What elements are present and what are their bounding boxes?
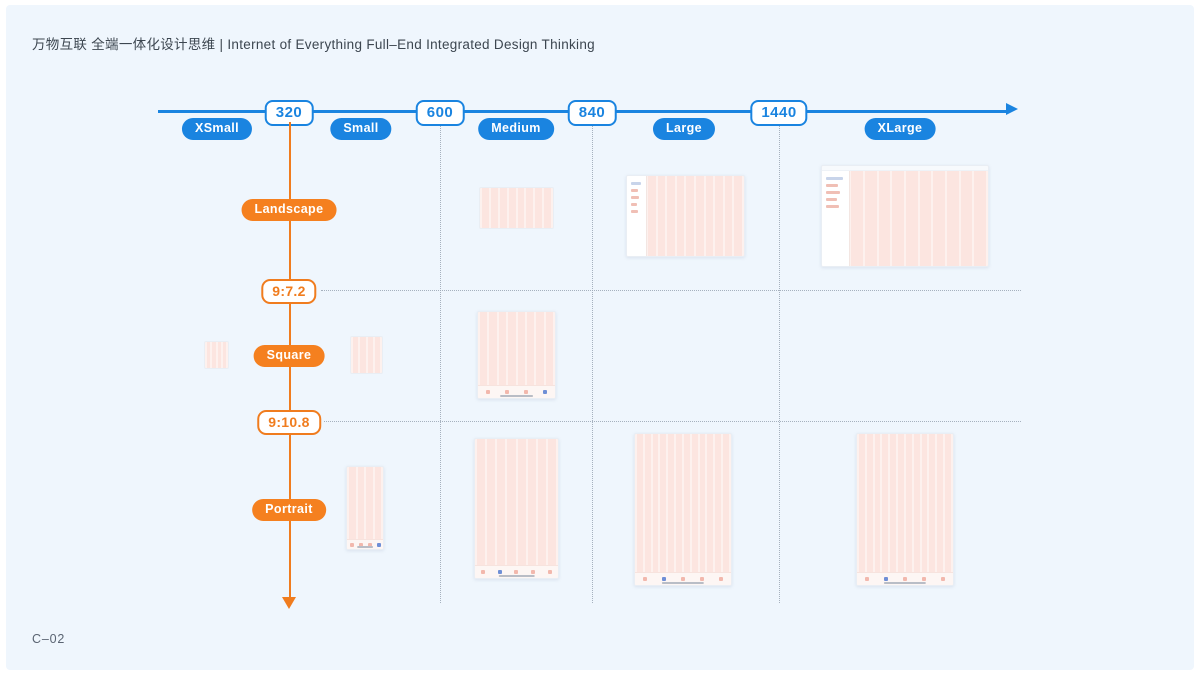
- home-indicator: [499, 395, 534, 397]
- nav-item[interactable]: [631, 203, 637, 206]
- breakpoint-axis-arrow-icon: [1006, 103, 1018, 115]
- tab-bar-item[interactable]: [485, 390, 490, 394]
- device-medium-square[interactable]: [477, 311, 556, 399]
- column-grid-overlay: [205, 342, 228, 368]
- orientation-pill-square[interactable]: Square: [253, 345, 325, 367]
- tab-bar-item[interactable]: [864, 577, 869, 581]
- side-navigation-rail[interactable]: [627, 176, 647, 256]
- tab-bar-item[interactable]: [700, 577, 705, 581]
- device-small-square[interactable]: [350, 336, 383, 374]
- nav-item[interactable]: [826, 205, 840, 208]
- device-xlarge-portrait[interactable]: [856, 433, 954, 586]
- tab-bar-item[interactable]: [902, 577, 907, 581]
- tab-bar-item[interactable]: [547, 570, 552, 574]
- page-number: C–02: [32, 632, 66, 646]
- tab-bar-item[interactable]: [358, 542, 363, 547]
- device-medium-portrait[interactable]: [474, 438, 559, 579]
- tab-bar-item[interactable]: [524, 390, 529, 394]
- column-grid-overlay: [347, 467, 383, 549]
- bottom-tab-bar[interactable]: [857, 572, 953, 585]
- nav-item[interactable]: [631, 196, 640, 199]
- home-indicator: [498, 575, 535, 577]
- side-navigation-rail[interactable]: [822, 171, 851, 266]
- column-grid-overlay: [480, 188, 553, 228]
- tab-bar-item-active[interactable]: [883, 577, 888, 581]
- column-grid-overlay: [857, 434, 953, 585]
- size-class-pill-medium[interactable]: Medium: [478, 118, 554, 140]
- nav-item[interactable]: [631, 189, 638, 192]
- column-grid-overlay: [635, 434, 731, 585]
- tab-bar-item[interactable]: [941, 577, 946, 581]
- bottom-tab-bar[interactable]: [347, 539, 383, 549]
- device-large-portrait[interactable]: [634, 433, 732, 586]
- gridline-840: [592, 120, 593, 603]
- window-title-bar: [822, 166, 988, 171]
- bottom-tab-bar[interactable]: [478, 385, 555, 398]
- nav-item[interactable]: [826, 191, 841, 194]
- tab-bar-item[interactable]: [504, 390, 509, 394]
- aspect-ratio-chip-9-10-8[interactable]: 9:10.8: [257, 410, 321, 435]
- breakpoint-chip-840[interactable]: 840: [567, 100, 617, 126]
- device-xlarge-landscape[interactable]: [821, 165, 989, 267]
- size-class-pill-xsmall[interactable]: XSmall: [181, 118, 253, 140]
- home-indicator: [883, 582, 927, 584]
- device-large-landscape[interactable]: [626, 175, 745, 257]
- gridline-600: [440, 120, 441, 603]
- tab-bar-item-active[interactable]: [376, 542, 381, 547]
- nav-item[interactable]: [631, 182, 641, 185]
- home-indicator: [661, 582, 705, 584]
- size-class-pill-small[interactable]: Small: [330, 118, 392, 140]
- size-class-pill-large[interactable]: Large: [652, 118, 716, 140]
- tab-bar-item[interactable]: [642, 577, 647, 581]
- nav-item[interactable]: [826, 184, 838, 187]
- size-class-pill-xlarge[interactable]: XLarge: [864, 118, 936, 140]
- tab-bar-item[interactable]: [514, 570, 519, 574]
- gridline-1440: [779, 120, 780, 603]
- column-grid-overlay: [475, 439, 558, 578]
- page-title: 万物互联 全端一体化设计思维 | Internet of Everything …: [32, 37, 595, 52]
- tab-bar-item[interactable]: [349, 542, 354, 547]
- column-grid-overlay: [351, 337, 382, 373]
- home-indicator: [357, 546, 373, 548]
- orientation-pill-portrait[interactable]: Portrait: [252, 499, 326, 521]
- column-grid-overlay: [478, 312, 555, 398]
- tab-bar-item[interactable]: [680, 577, 685, 581]
- nav-item[interactable]: [631, 210, 639, 213]
- device-small-portrait[interactable]: [346, 466, 384, 550]
- slide-canvas: 万物互联 全端一体化设计思维 | Internet of Everything …: [6, 5, 1194, 670]
- bottom-tab-bar[interactable]: [635, 572, 731, 585]
- nav-item[interactable]: [826, 177, 844, 180]
- tab-bar-item[interactable]: [481, 570, 486, 574]
- tab-bar-item-active[interactable]: [497, 570, 502, 574]
- orientation-pill-landscape[interactable]: Landscape: [241, 199, 337, 221]
- device-medium-landscape[interactable]: [479, 187, 554, 229]
- breakpoint-chip-600[interactable]: 600: [415, 100, 465, 126]
- nav-item[interactable]: [826, 198, 837, 201]
- aspect-ratio-chip-9-7-2[interactable]: 9:7.2: [261, 279, 317, 304]
- tab-bar-item[interactable]: [367, 542, 372, 547]
- tab-bar-item[interactable]: [531, 570, 536, 574]
- tab-bar-item[interactable]: [719, 577, 724, 581]
- tab-bar-item-active[interactable]: [543, 390, 548, 394]
- breakpoint-chip-320[interactable]: 320: [264, 100, 314, 126]
- device-xsmall-square[interactable]: [204, 341, 229, 369]
- aspect-ratio-axis-arrow-icon: [282, 597, 296, 609]
- tab-bar-item-active[interactable]: [661, 577, 666, 581]
- breakpoint-chip-1440[interactable]: 1440: [750, 100, 808, 126]
- bottom-tab-bar[interactable]: [475, 565, 558, 578]
- gridline-ratio-972: [321, 290, 1021, 291]
- tab-bar-item[interactable]: [922, 577, 927, 581]
- gridline-ratio-9108: [324, 421, 1021, 422]
